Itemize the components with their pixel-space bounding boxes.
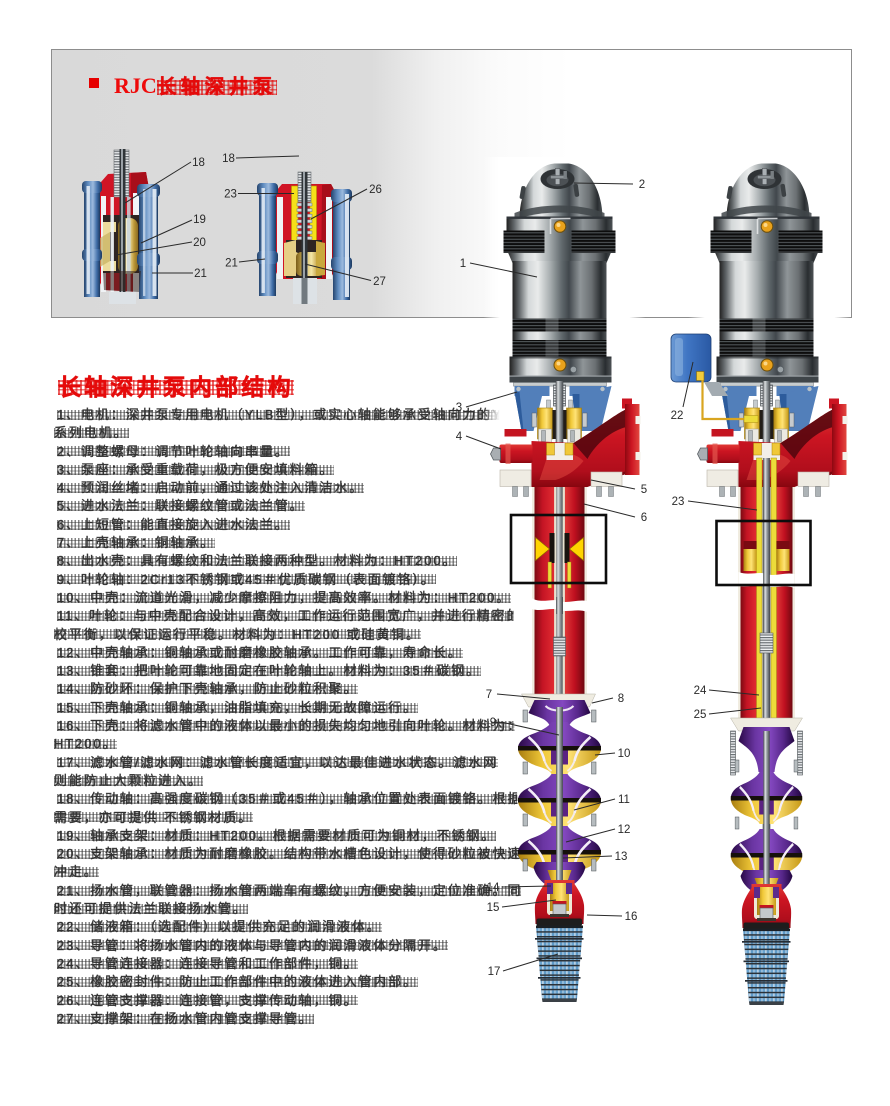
svg-text:16: 16 <box>625 911 638 923</box>
svg-text:11: 11 <box>618 794 630 806</box>
svg-text:15: 15 <box>487 902 500 914</box>
svg-text:10: 10 <box>618 748 631 760</box>
svg-text:23: 23 <box>672 496 685 508</box>
svg-text:8: 8 <box>618 693 624 705</box>
svg-text:22: 22 <box>671 410 684 422</box>
svg-text:17: 17 <box>488 966 501 978</box>
svg-text:6: 6 <box>641 512 647 524</box>
svg-text:13: 13 <box>615 851 628 863</box>
svg-text:24: 24 <box>694 685 707 697</box>
svg-text:5: 5 <box>641 484 647 496</box>
svg-text:25: 25 <box>694 709 707 721</box>
svg-text:12: 12 <box>618 824 631 836</box>
svg-text:7: 7 <box>486 689 492 701</box>
